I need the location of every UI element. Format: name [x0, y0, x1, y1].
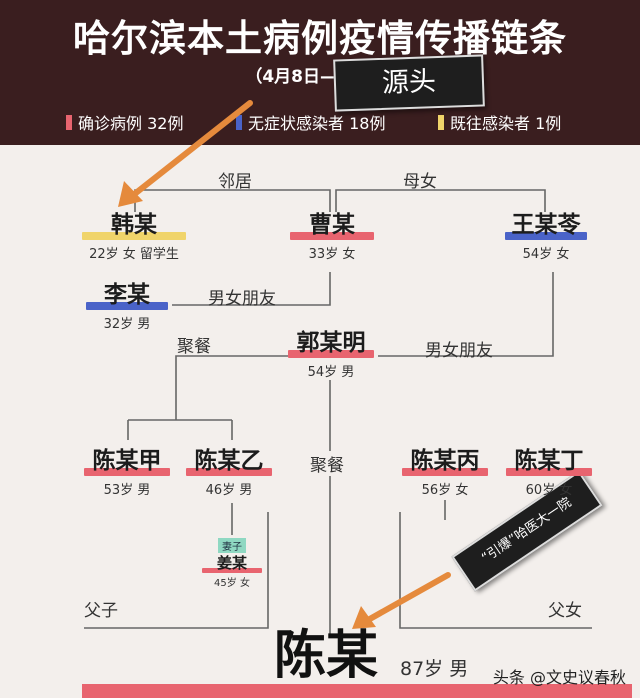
person-info: 56岁 女: [421, 483, 469, 498]
person-name: 陈某: [274, 626, 379, 686]
legend-label-previous: 既往感染者 1例: [450, 114, 562, 133]
person-info: 54岁 女: [522, 247, 570, 262]
person-info: 46岁 男: [205, 483, 253, 498]
relation-dinner-2: 聚餐: [310, 451, 344, 476]
relation-dinner-1: 聚餐: [177, 337, 211, 357]
source-callout: 源头: [333, 54, 485, 112]
person-chending: 陈某丁 60岁 女: [506, 448, 592, 498]
status-bar-confirmed: [82, 684, 632, 698]
status-bar-confirmed: [402, 468, 488, 476]
status-bar-confirmed: [202, 568, 262, 573]
status-bar-previous: [82, 232, 186, 240]
person-name: 韩某: [111, 212, 157, 238]
person-info: 32岁 男: [103, 317, 151, 332]
status-bar-confirmed: [288, 350, 374, 358]
relation-bf-gf-1: 男女朋友: [208, 289, 276, 309]
person-jiang: 妻子 姜某 45岁 女: [202, 535, 262, 589]
status-bar-confirmed: [506, 468, 592, 476]
status-bar-confirmed: [186, 468, 272, 476]
legend-label-asymptomatic: 无症状感染者 18例: [248, 114, 386, 133]
status-bar-confirmed: [84, 468, 170, 476]
person-li: 李某 32岁 男: [86, 282, 168, 332]
person-han: 韩某 22岁 女 留学生: [82, 212, 186, 262]
person-info: 45岁 女: [214, 578, 250, 589]
line-father-daughter: [399, 512, 592, 629]
line-dinner-1: [175, 355, 290, 420]
status-bar-confirmed: [290, 232, 374, 240]
line-bf-gf-2: [378, 272, 554, 357]
header-banner: 哈尔滨本土病例疫情传播链条 （4月8日—17日） 确诊病例 32例 无症状感染者…: [0, 0, 640, 145]
person-wang: 王某苓 54岁 女: [505, 212, 587, 262]
page-title: 哈尔滨本土病例疫情传播链条: [73, 17, 567, 60]
line-father-son: [84, 512, 269, 629]
person-name: 曹某: [309, 212, 355, 238]
legend-asymptomatic: 无症状感染者 18例: [236, 110, 385, 134]
person-guo: 郭某明 54岁 男: [288, 330, 374, 380]
person-info: 53岁 男: [103, 483, 151, 498]
wife-tag: 妻子: [218, 538, 246, 553]
legend-swatch-previous: [438, 114, 444, 130]
legend-previous: 既往感染者 1例: [438, 110, 561, 134]
trigger-arrow: [352, 572, 451, 629]
line-neighbor: [134, 189, 331, 212]
person-name: 陈某甲: [92, 448, 162, 474]
person-name: 陈某丙: [410, 448, 480, 474]
person-name: 陈某丁: [514, 448, 584, 474]
person-name: 陈某乙: [194, 448, 264, 474]
person-chenyi: 陈某乙 46岁 男: [186, 448, 272, 498]
person-info: 22岁 女 留学生: [89, 247, 179, 262]
legend-confirmed: 确诊病例 32例: [66, 110, 183, 134]
person-info: 54岁 男: [307, 365, 355, 380]
person-name: 王某苓: [511, 212, 581, 238]
line-mother-daughter: [335, 189, 546, 212]
person-chenbing: 陈某丙 56岁 女: [402, 448, 488, 498]
relation-bf-gf-2: 男女朋友: [425, 341, 493, 361]
person-cao: 曹某 33岁 女: [290, 212, 374, 262]
relation-father-son: 父子: [84, 601, 118, 621]
legend-swatch-confirmed: [66, 114, 72, 130]
person-name: 姜某: [216, 554, 247, 572]
person-info: 33岁 女: [308, 247, 356, 262]
status-bar-asymptomatic: [505, 232, 587, 240]
legend-swatch-asymptomatic: [236, 114, 242, 130]
legend-label-confirmed: 确诊病例 32例: [78, 114, 184, 133]
source-arrow: [118, 100, 253, 207]
person-chenjia: 陈某甲 53岁 男: [84, 448, 170, 498]
relation-neighbor: 邻居: [218, 172, 252, 192]
line-bf-gf-1: [172, 272, 331, 306]
person-info: 60岁 女: [525, 483, 573, 498]
status-bar-asymptomatic: [86, 302, 168, 310]
relation-mother-daughter: 母女: [403, 172, 437, 192]
person-name: 李某: [104, 282, 150, 308]
person-info: 87岁 男: [400, 658, 469, 680]
relation-father-daughter: 父女: [548, 601, 582, 621]
person-name: 郭某明: [296, 330, 366, 356]
watermark: 头条 @文史议春秋: [492, 668, 626, 687]
